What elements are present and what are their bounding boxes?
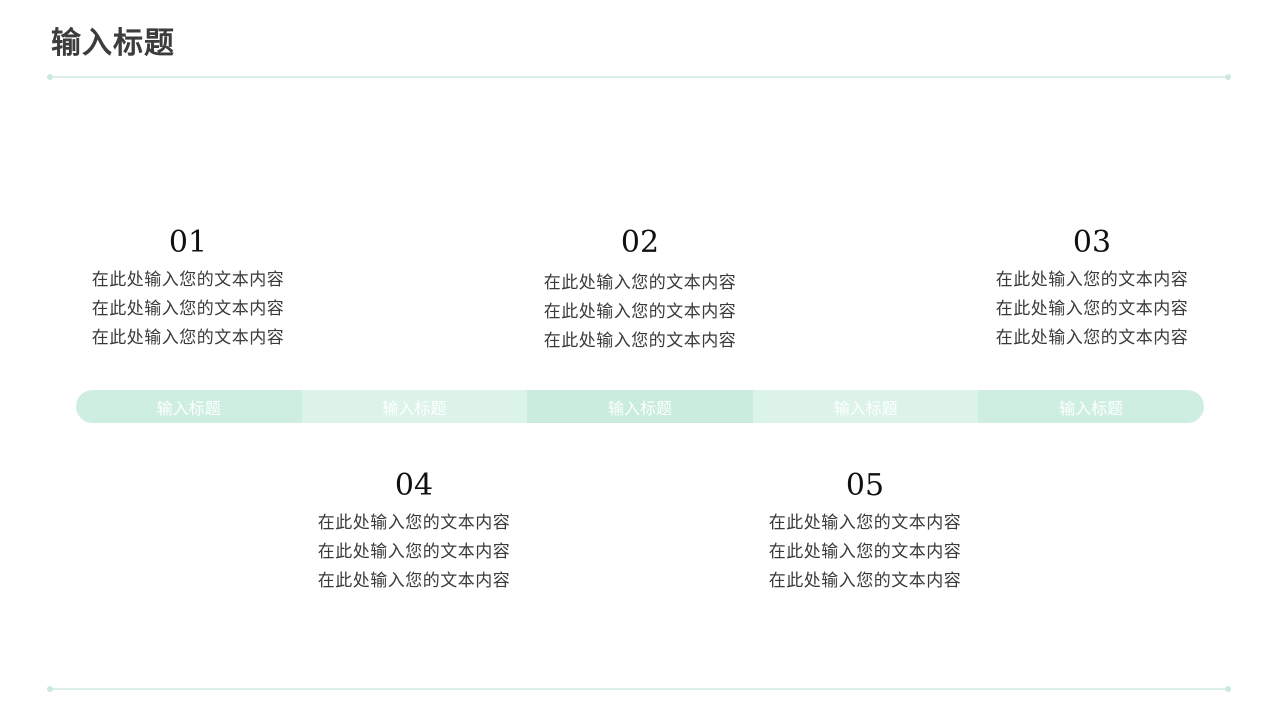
item-text-line: 在此处输入您的文本内容 bbox=[543, 331, 737, 351]
item-text-line: 在此处输入您的文本内容 bbox=[768, 513, 962, 533]
timeline-item-05: 05 在此处输入您的文本内容 在此处输入您的文本内容 在此处输入您的文本内容 bbox=[755, 469, 975, 596]
item-number: 04 bbox=[394, 468, 434, 503]
item-text-line: 在此处输入您的文本内容 bbox=[768, 571, 962, 591]
item-text-line: 在此处输入您的文本内容 bbox=[995, 270, 1189, 290]
bottom-divider bbox=[47, 686, 1231, 692]
item-text-line: 在此处输入您的文本内容 bbox=[995, 328, 1189, 348]
item-number: 01 bbox=[168, 225, 208, 260]
timeline-segment-4: 输入标题 bbox=[752, 390, 979, 423]
item-text-line: 在此处输入您的文本内容 bbox=[91, 299, 285, 319]
item-text-line: 在此处输入您的文本内容 bbox=[91, 328, 285, 348]
item-text-line: 在此处输入您的文本内容 bbox=[995, 299, 1189, 319]
timeline-segment-1: 输入标题 bbox=[76, 390, 302, 423]
item-number: 05 bbox=[845, 468, 885, 503]
timeline-segment-2: 输入标题 bbox=[301, 390, 528, 423]
item-text-line: 在此处输入您的文本内容 bbox=[317, 571, 511, 591]
timeline-bar: 输入标题 输入标题 输入标题 输入标题 输入标题 bbox=[76, 390, 1204, 423]
item-text-line: 在此处输入您的文本内容 bbox=[543, 273, 737, 293]
item-text-line: 在此处输入您的文本内容 bbox=[317, 542, 511, 562]
item-number: 02 bbox=[620, 225, 660, 260]
timeline-segment-5: 输入标题 bbox=[978, 390, 1204, 423]
item-text-line: 在此处输入您的文本内容 bbox=[91, 270, 285, 290]
timeline-item-04: 04 在此处输入您的文本内容 在此处输入您的文本内容 在此处输入您的文本内容 bbox=[304, 469, 524, 596]
timeline-item-02: 02 在此处输入您的文本内容 在此处输入您的文本内容 在此处输入您的文本内容 bbox=[530, 226, 750, 356]
page-title: 输入标题 bbox=[51, 26, 175, 61]
timeline-segment-3: 输入标题 bbox=[527, 390, 753, 423]
timeline-item-03: 03 在此处输入您的文本内容 在此处输入您的文本内容 在此处输入您的文本内容 bbox=[982, 226, 1202, 353]
item-text-line: 在此处输入您的文本内容 bbox=[317, 513, 511, 533]
timeline-item-01: 01 在此处输入您的文本内容 在此处输入您的文本内容 在此处输入您的文本内容 bbox=[78, 226, 298, 353]
top-divider bbox=[47, 74, 1231, 80]
item-number: 03 bbox=[1072, 225, 1112, 260]
item-text-line: 在此处输入您的文本内容 bbox=[768, 542, 962, 562]
item-text-line: 在此处输入您的文本内容 bbox=[543, 302, 737, 322]
